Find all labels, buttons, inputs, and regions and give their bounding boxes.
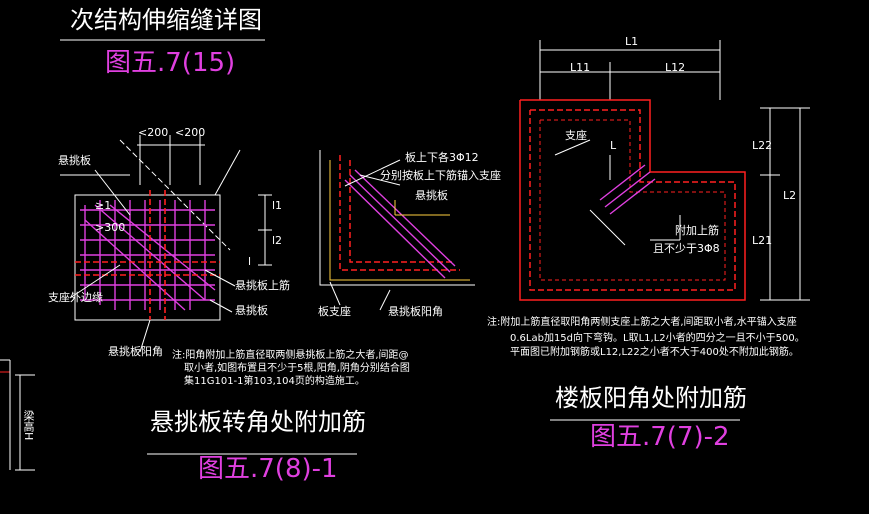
label-cantilever-mid: 悬挑板 — [415, 189, 448, 202]
right-detail-drawing — [519, 40, 810, 421]
label-beam-height: 梁高H — [22, 410, 35, 441]
left-note-line-3: 集11G101-1第103,104页的构造施工。 — [184, 376, 365, 387]
label-cantilever-plate-2: 悬挑板 — [235, 304, 268, 317]
left-figure-number: 图五.7(8)-1 — [198, 454, 338, 484]
dim-l2: l2 — [272, 234, 283, 247]
label-corner-mid: 悬挑板阳角 — [388, 305, 443, 318]
right-caption: 楼板阳角处附加筋 — [555, 384, 747, 412]
label-support-edge: 支座外边缘 — [48, 291, 103, 304]
right-note-line-3: 平面图已附加钢筋或L12,L22之小者不大于400处不附加此钢筋。 — [510, 347, 799, 358]
right-note-line-2: 0.6Lab加15d向下弯钩。L取L1,L2小者的四分之一且不小于500。 — [510, 333, 805, 344]
dim-200-b: <200 — [175, 126, 206, 139]
label-extra-bar-min: 且不少于3Φ8 — [653, 242, 720, 255]
label-support-right: 支座 — [565, 129, 587, 142]
label-anchor: 分别按板上下筋锚入支座 — [380, 169, 501, 182]
dim-300: >300 — [95, 221, 126, 234]
label-cantilever-plate: 悬挑板 — [58, 154, 91, 167]
label-top-bar: 悬挑板上筋 — [235, 279, 290, 292]
dim-L11: L11 — [570, 61, 591, 74]
left-note-line-1: 注:阳角附加上筋直径取两侧悬挑板上筋之大者,间距@ — [172, 350, 409, 361]
dim-1: ≥1 — [95, 199, 112, 212]
dim-L22: L22 — [752, 139, 773, 152]
middle-detail-drawing — [319, 150, 475, 311]
dim-L2: L2 — [783, 189, 797, 202]
title-top-left: 次结构伸缩缝详图 — [70, 6, 262, 34]
dim-L1: L1 — [625, 35, 639, 48]
left-caption: 悬挑板转角处附加筋 — [150, 408, 366, 436]
dim-L12: L12 — [665, 61, 686, 74]
left-edge-beam — [0, 359, 35, 471]
dim-l: l — [248, 255, 252, 268]
figure-number-top-left: 图五.7(15) — [105, 48, 236, 78]
label-extra-bar: 附加上筋 — [675, 224, 719, 237]
label-support-mid: 板支座 — [318, 305, 351, 318]
dim-L: L — [610, 139, 617, 152]
label-plate-top: 板上下各3Φ12 — [405, 151, 479, 164]
left-note-line-2: 取小者,如图布置且不少于5根,阳角,阴角分别结合图 — [184, 363, 410, 374]
dim-200-a: <200 — [138, 126, 169, 139]
right-note-line-1: 注:附加上筋直径取阳角两侧支座上筋之大者,间距取小者,水平锚入支座 — [487, 317, 797, 328]
left-detail-drawing — [60, 135, 357, 455]
right-figure-number: 图五.7(7)-2 — [590, 422, 730, 452]
dim-L21: L21 — [752, 234, 773, 247]
label-corner: 悬挑板阳角 — [108, 345, 163, 358]
dim-l1: l1 — [272, 199, 283, 212]
